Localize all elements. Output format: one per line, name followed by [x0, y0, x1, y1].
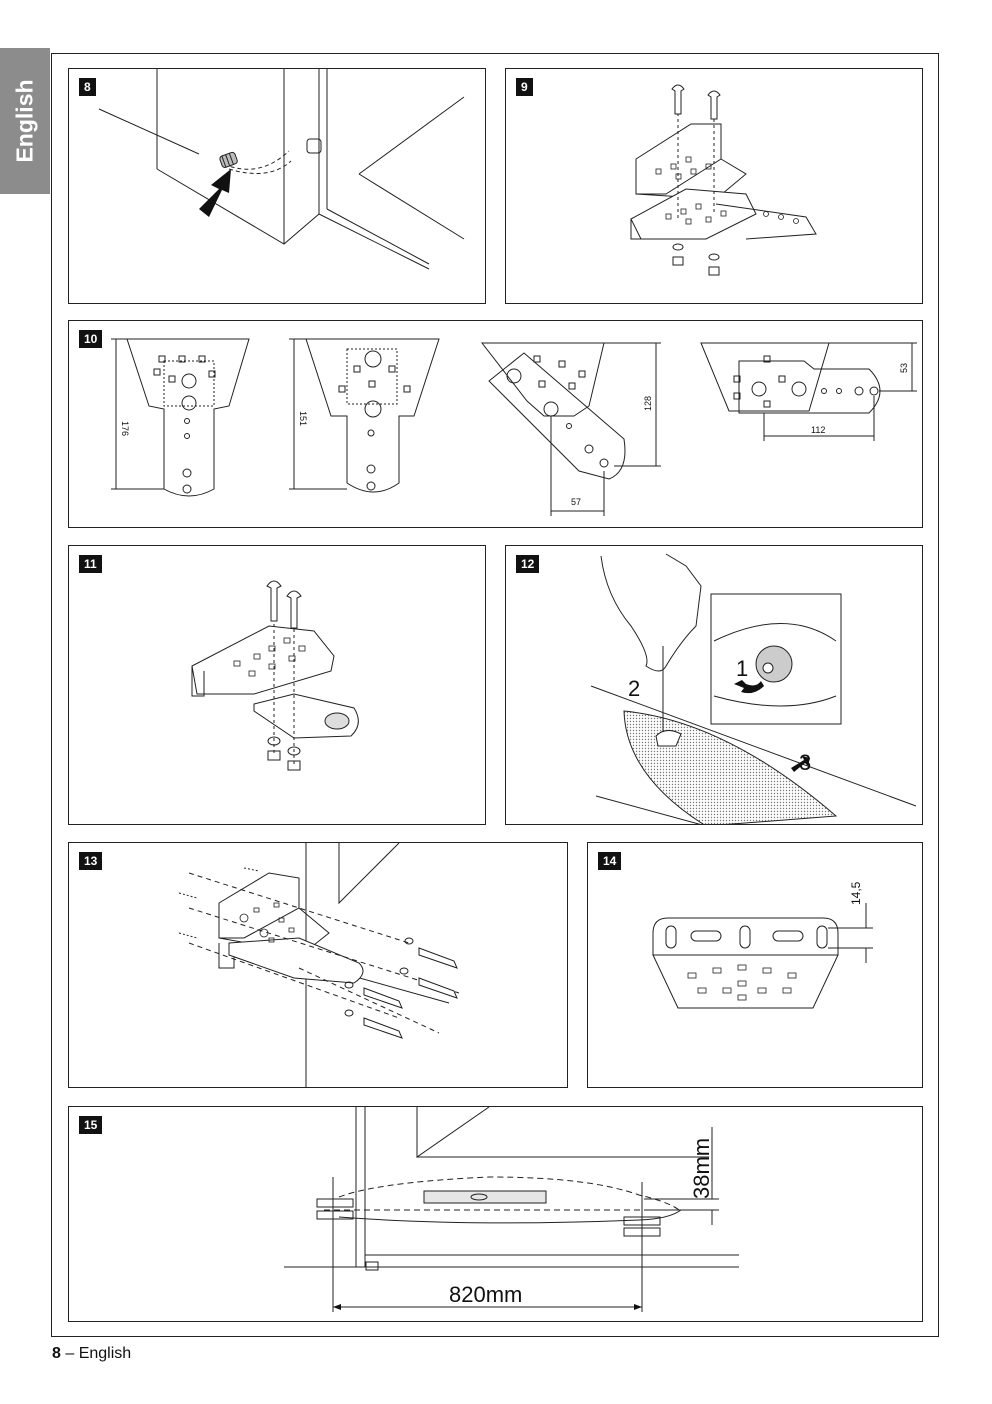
- figure-12-drawing: 1 2 3: [590, 553, 917, 824]
- callout-1: 1: [736, 656, 748, 681]
- page-number: 8: [52, 1345, 61, 1362]
- dim-112: 112: [811, 425, 825, 435]
- dim-176: 176: [120, 421, 130, 436]
- figure-11: 11: [68, 545, 486, 825]
- figure-number: 10: [79, 330, 103, 348]
- figure-14-drawing: 14,5: [652, 881, 873, 1009]
- dim-53: 53: [899, 363, 909, 373]
- figure-sheet: [51, 53, 939, 1337]
- figure-12: 12 1 2 3: [505, 545, 923, 825]
- figure-11-drawing: [191, 580, 359, 771]
- figure-number: 14: [598, 852, 622, 870]
- figure-10-drawing: 176 151 128 57 53 112: [111, 338, 917, 516]
- dim-57: 57: [571, 497, 581, 507]
- figure-number: 12: [516, 555, 540, 573]
- figure-number: 11: [79, 555, 102, 573]
- figure-8: 8: [68, 68, 486, 304]
- dim-128: 128: [643, 396, 653, 411]
- callout-2: 2: [628, 676, 640, 701]
- figure-number: 13: [79, 852, 103, 870]
- figure-15-drawing: 38mm 820mm: [284, 1107, 739, 1312]
- figure-14: 14 14,5: [587, 842, 923, 1088]
- language-tab-label: English: [11, 79, 38, 163]
- dim-38mm: 38mm: [689, 1138, 714, 1199]
- footer-separator: –: [60, 1345, 79, 1362]
- figure-9: 9: [505, 68, 923, 304]
- dim-151: 151: [298, 411, 308, 426]
- language-tab: English: [0, 48, 50, 194]
- figure-number: 9: [516, 78, 533, 96]
- figure-8-drawing: [98, 69, 465, 270]
- figure-13-drawing: [178, 843, 460, 1087]
- figure-10: 10: [68, 320, 923, 528]
- footer-language: English: [78, 1345, 132, 1362]
- page-footer: 8 – English: [52, 1345, 131, 1363]
- callout-3: 3: [799, 750, 811, 775]
- figure-9-drawing: [630, 84, 817, 276]
- figure-13: 13: [68, 842, 568, 1088]
- dim-820mm: 820mm: [449, 1282, 522, 1307]
- figure-number: 8: [79, 78, 96, 96]
- figure-15: 15 38mm 820mm: [68, 1106, 923, 1322]
- dim-14-5: 14,5: [849, 881, 863, 905]
- figure-number: 15: [79, 1116, 103, 1134]
